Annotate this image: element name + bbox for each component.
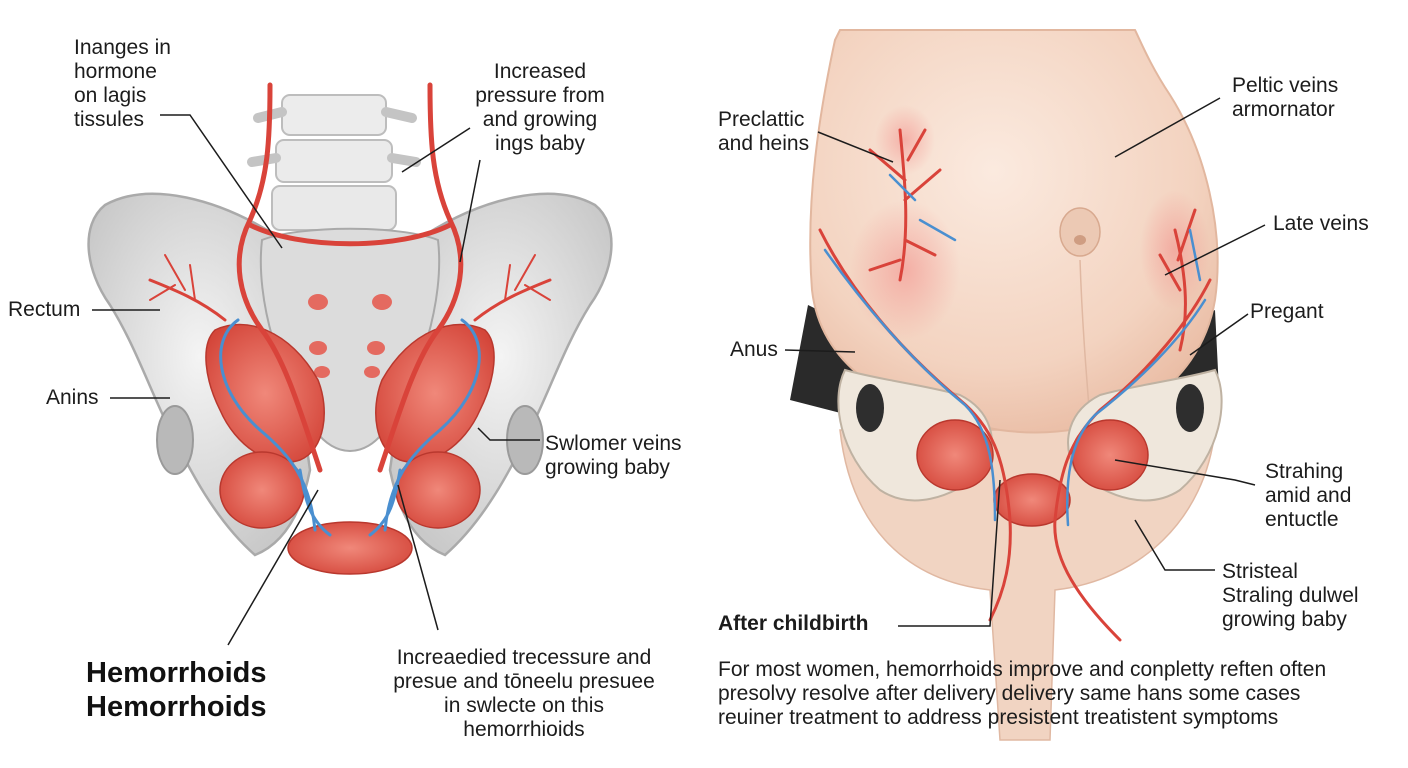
label-anus: Anus (730, 338, 778, 361)
leader-lines (92, 97, 1266, 646)
label-preclattic: Preclattic and heins (718, 108, 810, 155)
pelvic-arteries (148, 82, 552, 473)
left-hemorrhoid-tissue (205, 323, 325, 463)
label-stristeal: Stristeal Straling dulwel growing baby (1222, 560, 1359, 631)
label-late-veins: Late veins (1273, 212, 1369, 235)
pelvis-illustration (87, 82, 613, 575)
label-bottom-note: Increaedied trecessure and presue and tō… (393, 646, 655, 741)
label-anins: Anins (46, 386, 99, 409)
label-after-childbirth: After childbirth (718, 612, 869, 635)
torso-veins (823, 173, 1207, 527)
label-increased-pressure: Increased pressure from and growing ings… (475, 60, 605, 155)
label-peltic-veins: Peltic veins armornator (1232, 74, 1339, 121)
label-swollen-veins: Swlomer veins growing baby (545, 432, 682, 479)
pregnant-torso-illustration (790, 29, 1223, 741)
summary-paragraph: For most women, hemorrhoids improve and … (718, 658, 1327, 729)
sacral-foramina (308, 294, 392, 378)
label-hormone-changes: Inanges in hormone on lagis tissules (74, 36, 171, 131)
spine (247, 94, 421, 231)
label-pregant: Pregant (1250, 300, 1324, 323)
main-title: Hemorrhoids Hemorrhoids (86, 657, 267, 723)
label-rectum: Rectum (8, 298, 81, 321)
pelvic-veins (219, 318, 481, 537)
label-straining: Strahing amid and entuctle (1265, 460, 1352, 531)
right-hemorrhoid-tissue (375, 323, 495, 463)
